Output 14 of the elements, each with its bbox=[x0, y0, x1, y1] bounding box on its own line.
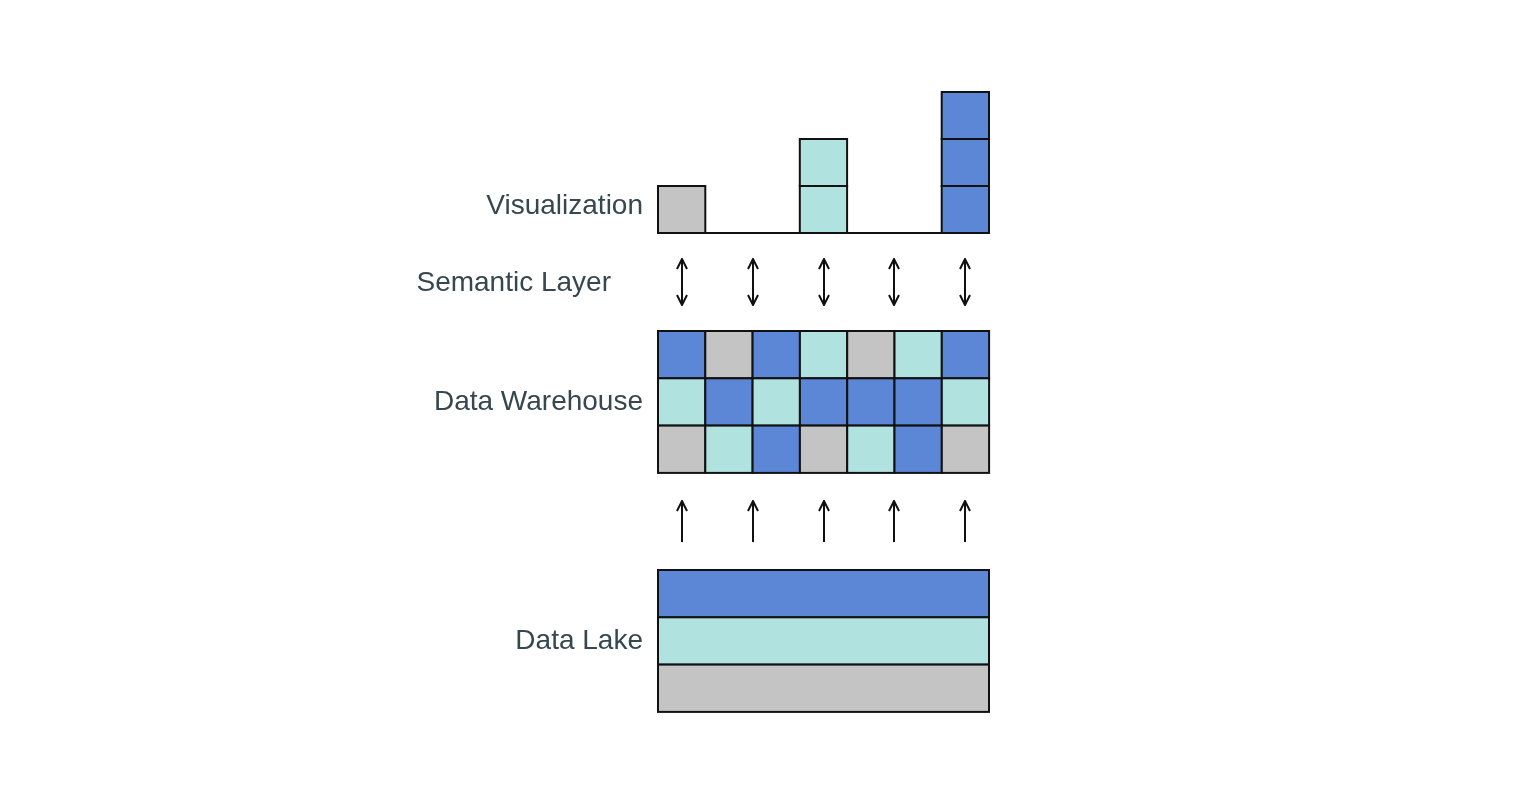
arrow bbox=[747, 500, 759, 543]
arrow bbox=[676, 500, 688, 543]
layer-label: Semantic Layer bbox=[416, 268, 611, 296]
layer-label: Visualization bbox=[486, 191, 643, 219]
arrow bbox=[676, 258, 688, 306]
arrow bbox=[818, 500, 830, 543]
layer-label: Data Lake bbox=[515, 626, 643, 654]
arrow bbox=[959, 258, 971, 306]
arrow bbox=[747, 258, 759, 306]
arrow bbox=[888, 500, 900, 543]
layer-label: Data Warehouse bbox=[433, 387, 643, 415]
arrow bbox=[888, 258, 900, 306]
arrow bbox=[959, 500, 971, 543]
arrow bbox=[818, 258, 830, 306]
